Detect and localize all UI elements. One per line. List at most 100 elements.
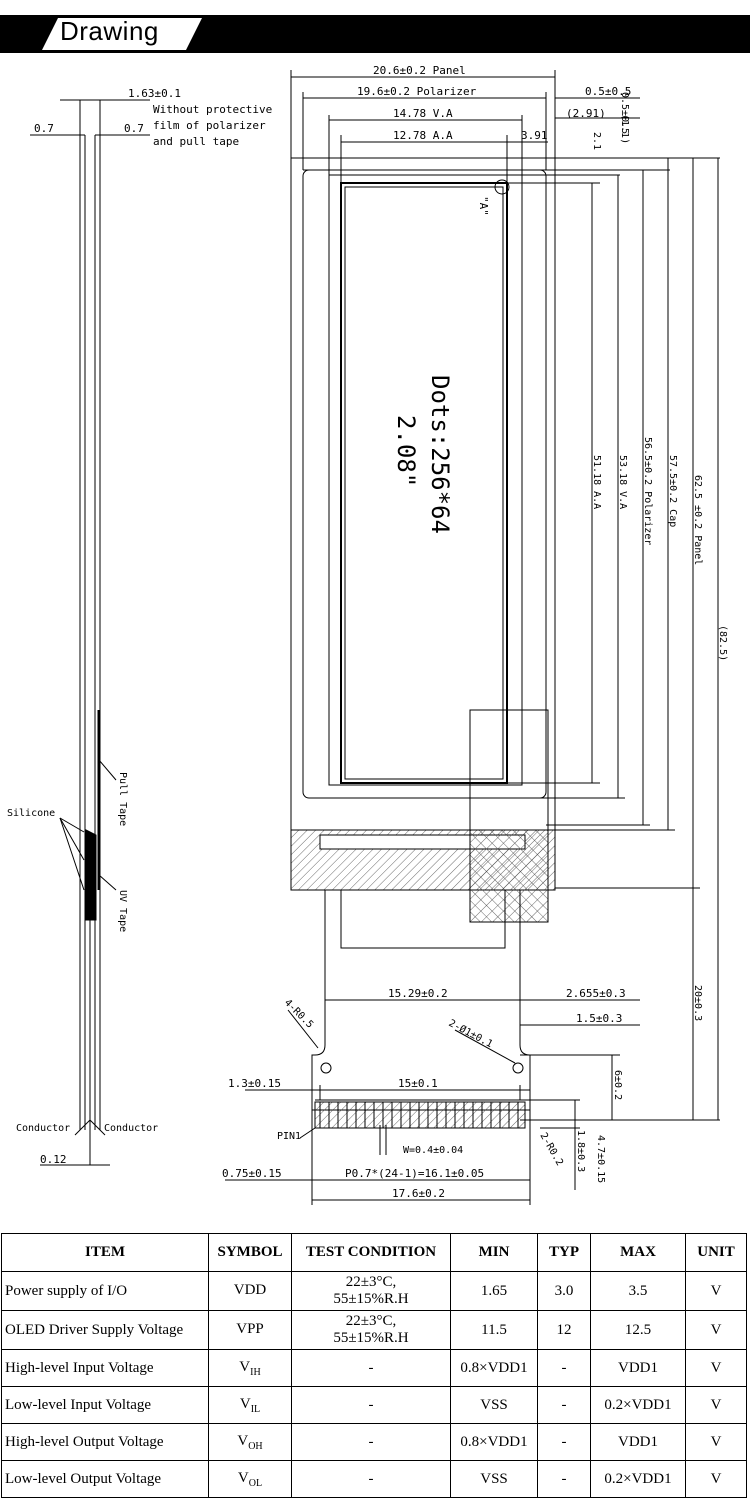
right-offset-label: 3.91 — [521, 129, 548, 142]
header-tab — [42, 18, 202, 50]
row-condition: - — [291, 1349, 451, 1387]
row-item: High-level Output Voltage — [1, 1423, 209, 1461]
row-unit: V — [685, 1310, 747, 1350]
header-item: ITEM — [1, 1233, 209, 1272]
pitch-label: P0.7*(24-1)=16.1±0.05 — [345, 1167, 484, 1180]
polarizer-height-label: 56.5±0.2 Polarizer — [642, 437, 653, 545]
spec-table: ITEM SYMBOL TEST CONDITION MIN TYP MAX U… — [1, 1233, 747, 1498]
row-condition: 22±3°C,55±15%R.H — [291, 1310, 451, 1350]
row-max: 12.5 — [590, 1310, 686, 1350]
table-row: High-level Input Voltage VIH - 0.8×VDD1 … — [1, 1349, 747, 1387]
side-left-dim: 0.7 — [34, 122, 54, 135]
paren-11-label: (1.1) — [619, 114, 630, 144]
row-symbol: VIH — [208, 1349, 292, 1387]
fpc-length-label: 20±0.3 — [692, 985, 703, 1021]
conductor-right-label: Conductor — [104, 1123, 158, 1134]
row-symbol: VOL — [208, 1460, 292, 1498]
row-min: 0.8×VDD1 — [450, 1423, 538, 1461]
d18-label: 1.8±0.3 — [575, 1130, 586, 1172]
fpc-width-2: 2.655±0.3 — [566, 987, 626, 1000]
row-item: Power supply of I/O — [1, 1271, 209, 1311]
h6-label: 6±0.2 — [612, 1070, 623, 1100]
row-typ: - — [537, 1460, 591, 1498]
top-right-dim: 0.5±0.5 — [585, 85, 631, 98]
pull-tape-label: Pull Tape — [117, 772, 128, 826]
row-symbol: VDD — [208, 1271, 292, 1311]
paren-291-label: (2.91) — [566, 107, 606, 120]
table-row: Low-level Input Voltage VIL - VSS - 0.2×… — [1, 1386, 747, 1424]
side-note-line1: Without protective — [153, 103, 272, 116]
row-condition: - — [291, 1460, 451, 1498]
dots-label: Dots:256*64 — [426, 375, 454, 534]
table-row: Power supply of I/O VDD 22±3°C,55±15%R.H… — [1, 1271, 747, 1311]
r02-label: 2-R0.2 — [537, 1131, 565, 1168]
row-max: 0.2×VDD1 — [590, 1386, 686, 1424]
row-condition: 22±3°C,55±15%R.H — [291, 1271, 451, 1311]
row-item: Low-level Output Voltage — [1, 1460, 209, 1498]
side-thickness-label: 1.63±0.1 — [128, 87, 181, 100]
mechanical-drawing: 1.63±0.1 Without protective film of pola… — [7, 64, 728, 1205]
va-height-label: 53.18 V.A — [617, 455, 628, 509]
row-typ: - — [537, 1423, 591, 1461]
row-unit: V — [685, 1271, 747, 1311]
row-max: 0.2×VDD1 — [590, 1460, 686, 1498]
table-row: OLED Driver Supply Voltage VPP 22±3°C,55… — [1, 1310, 747, 1350]
row-condition: - — [291, 1423, 451, 1461]
row-max: VDD1 — [590, 1423, 686, 1461]
row-min: 0.8×VDD1 — [450, 1349, 538, 1387]
header-unit: UNIT — [685, 1233, 747, 1272]
row-unit: V — [685, 1460, 747, 1498]
size-label: 2.08" — [392, 415, 420, 487]
w04-label: W=0.4±0.04 — [403, 1145, 463, 1156]
fpc-width-1: 15.29±0.2 — [388, 987, 448, 1000]
row-unit: V — [685, 1423, 747, 1461]
panel-height-label: 62.5 ±0.2 Panel — [692, 475, 703, 565]
header-max: MAX — [590, 1233, 686, 1272]
holes-label: 2-Ø1±0.1 — [447, 1017, 495, 1050]
page-title: Drawing — [60, 16, 159, 46]
row-min: 1.65 — [450, 1271, 538, 1311]
aa-height-label: 51.18 A.A — [591, 455, 602, 509]
row-unit: V — [685, 1349, 747, 1387]
side-bottom-dim: 0.12 — [40, 1153, 67, 1166]
pin1-label: PIN1 — [277, 1131, 301, 1142]
vertical-05-label: 0.5±0.5 — [619, 92, 630, 134]
silicone-label: Silicone — [7, 808, 55, 819]
row-typ: - — [537, 1386, 591, 1424]
total-height-label: (82.5) — [717, 625, 728, 661]
row-item: Low-level Input Voltage — [1, 1386, 209, 1424]
table-row: High-level Output Voltage VOH - 0.8×VDD1… — [1, 1423, 747, 1461]
cap-height-label: 57.5±0.2 Cap — [667, 455, 678, 527]
row-typ: - — [537, 1349, 591, 1387]
aa-width-label: 12.78 A.A — [393, 129, 453, 142]
row-symbol: VIL — [208, 1386, 292, 1424]
table-header-row: ITEM SYMBOL TEST CONDITION MIN TYP MAX U… — [1, 1233, 747, 1272]
row-item: OLED Driver Supply Voltage — [1, 1310, 209, 1350]
row-typ: 12 — [537, 1310, 591, 1350]
radius-label: 4-R0.5 — [282, 997, 315, 1030]
row-unit: V — [685, 1386, 747, 1424]
side-right-dim: 0.7 — [124, 122, 144, 135]
d13-label: 1.3±0.15 — [228, 1077, 281, 1090]
header-symbol: SYMBOL — [208, 1233, 292, 1272]
table-row: Low-level Output Voltage VOL - VSS - 0.2… — [1, 1460, 747, 1498]
d176-label: 17.6±0.2 — [392, 1187, 445, 1200]
conductor-left-label: Conductor — [16, 1123, 70, 1134]
row-typ: 3.0 — [537, 1271, 591, 1311]
fpc-width-3: 1.5±0.3 — [576, 1012, 622, 1025]
va-width-label: 14.78 V.A — [393, 107, 453, 120]
row-max: 3.5 — [590, 1271, 686, 1311]
d47-label: 4.7±0.15 — [595, 1135, 606, 1183]
header-test-condition: TEST CONDITION — [291, 1233, 451, 1272]
side-note-line3: and pull tape — [153, 135, 239, 148]
polarizer-width-label: 19.6±0.2 Polarizer — [357, 85, 477, 98]
row-min: VSS — [450, 1460, 538, 1498]
row-condition: - — [291, 1386, 451, 1424]
header-min: MIN — [450, 1233, 538, 1272]
uv-tape-label: UV Tape — [117, 890, 128, 932]
row-max: VDD1 — [590, 1349, 686, 1387]
dim-21-label: 2.1 — [591, 132, 602, 150]
row-min: VSS — [450, 1386, 538, 1424]
row-min: 11.5 — [450, 1310, 538, 1350]
d075-label: 0.75±0.15 — [222, 1167, 282, 1180]
